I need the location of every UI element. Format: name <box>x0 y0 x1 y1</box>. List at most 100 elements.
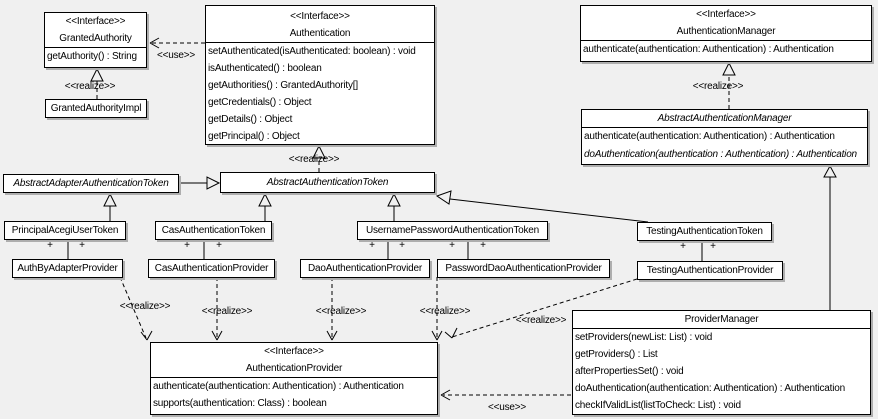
method-compartment: setProviders(newList: List) : void getPr… <box>573 329 870 414</box>
method-compartment: setAuthenticated(isAuthenticated: boolea… <box>206 43 434 145</box>
stereotype-label: <<Interface>> <box>696 9 756 20</box>
generalization-line <box>449 198 649 223</box>
realize-label: <<realize>> <box>119 301 171 312</box>
open-arrowhead <box>326 330 338 341</box>
class-name: TestingAuthenticationToken <box>646 226 763 237</box>
method-row: authenticate(authentication: Authenticat… <box>583 44 834 55</box>
class-header: <<Interface>> Authentication <box>206 6 434 43</box>
method-row: afterPropertiesSet() : void <box>575 366 684 377</box>
class-dao-authentication-provider: DaoAuthenticationProvider <box>300 259 430 278</box>
class-name: ProviderManager <box>684 314 759 325</box>
class-name: AbstractAuthenticationManager <box>657 113 792 124</box>
class-abstract-authentication-manager: AbstractAuthenticationManager authentica… <box>581 109 868 165</box>
class-password-dao-authentication-provider: PasswordDaoAuthenticationProvider <box>437 259 610 278</box>
method-row: getCredentials() : Object <box>208 97 312 108</box>
method-row: getProviders() : List <box>575 349 658 360</box>
hollow-triangle-arrowhead <box>206 176 221 190</box>
hollow-triangle-arrowhead <box>103 192 117 207</box>
class-username-password-authentication-token: UsernamePasswordAuthenticationToken <box>357 221 548 240</box>
association-end-label: + <box>399 240 405 251</box>
method-compartment: authenticate(authentication: Authenticat… <box>581 41 871 59</box>
class-name: UsernamePasswordAuthenticationToken <box>365 225 540 236</box>
class-header: <<Interface>> AuthenticationManager <box>581 6 871 41</box>
method-row: checkIfValidList(listToCheck: List) : vo… <box>575 400 741 411</box>
association-end-label: + <box>47 240 53 251</box>
realization-line <box>451 278 638 338</box>
class-name: AbstractAuthenticationToken <box>266 177 389 188</box>
class-name: AuthenticationProvider <box>245 363 343 374</box>
class-name: DaoAuthenticationProvider <box>308 263 422 274</box>
class-name: TestingAuthenticationProvider <box>646 265 774 276</box>
method-row: doAuthentication(authentication : Authen… <box>584 149 857 160</box>
hollow-triangle-arrowhead <box>722 61 736 76</box>
class-name: Authentication <box>289 28 351 39</box>
class-name: PrincipalAcegiUserToken <box>11 225 119 236</box>
class-granted-authority: <<Interface>> GrantedAuthority getAuthor… <box>44 12 147 68</box>
method-compartment: authenticate(authentication: Authenticat… <box>582 128 867 164</box>
association-end-label: + <box>216 240 222 251</box>
open-arrowhead <box>440 389 451 401</box>
open-arrowhead <box>149 37 160 49</box>
method-row: getDetails() : Object <box>208 114 293 125</box>
realize-label: <<realize>> <box>515 315 567 326</box>
class-header: <<Interface>> AuthenticationProvider <box>151 343 437 378</box>
hollow-triangle-arrowhead <box>435 190 452 205</box>
stereotype-label: <<Interface>> <box>65 16 126 27</box>
class-provider-manager: ProviderManager setProviders(newList: Li… <box>572 310 871 415</box>
hollow-triangle-arrowhead <box>387 192 401 207</box>
class-name: GrantedAuthorityImpl <box>50 103 142 114</box>
class-auth-by-adapter-provider: AuthByAdapterProvider <box>12 259 123 278</box>
hollow-triangle-arrowhead <box>312 144 326 159</box>
association-end-label: + <box>480 240 486 251</box>
class-authentication: <<Interface>> Authentication setAuthenti… <box>205 5 435 145</box>
class-cas-authentication-provider: CasAuthenticationProvider <box>148 259 275 278</box>
stereotype-label: <<Interface>> <box>264 346 324 357</box>
realize-label: <<realize>> <box>64 81 116 92</box>
realize-label: <<realize>> <box>201 306 253 317</box>
class-name: PasswordDaoAuthenticationProvider <box>445 263 602 274</box>
open-arrowhead <box>211 330 223 341</box>
method-row: getAuthorities() : GrantedAuthority[] <box>208 80 358 91</box>
open-arrowhead <box>444 327 458 339</box>
class-abstract-adapter-authentication-token: AbstractAdapterAuthenticationToken <box>3 174 179 193</box>
method-row: supports(authentication: Class) : boolea… <box>153 398 327 409</box>
stereotype-label: <<Interface>> <box>290 11 350 22</box>
method-row: isAuthenticated() : boolean <box>208 63 322 74</box>
class-principal-acegi-user-token: PrincipalAcegiUserToken <box>4 221 126 240</box>
realize-label: <<realize>> <box>419 306 471 317</box>
class-authentication-manager: <<Interface>> AuthenticationManager auth… <box>580 5 872 62</box>
method-row: doAuthentication(authentication: Authent… <box>575 383 845 394</box>
class-name: AuthByAdapterProvider <box>17 263 118 274</box>
realize-label: <<realize>> <box>288 154 340 165</box>
association-end-label: + <box>369 240 375 251</box>
open-arrowhead <box>431 330 443 341</box>
hollow-triangle-arrowhead <box>90 67 104 82</box>
method-row: getAuthority() : String <box>47 51 137 62</box>
method-row: getPrincipal() : Object <box>208 131 300 142</box>
hollow-triangle-arrowhead <box>823 164 837 178</box>
method-row: setAuthenticated(isAuthenticated: boolea… <box>208 46 416 57</box>
realize-label: <<realize>> <box>315 306 367 317</box>
association-end-label: + <box>449 240 455 251</box>
method-compartment: authenticate(authentication: Authenticat… <box>151 378 437 412</box>
use-label: <<use>> <box>156 50 196 61</box>
open-arrowhead <box>140 330 153 341</box>
association-end-label: + <box>710 241 716 252</box>
method-compartment: getAuthority() : String <box>45 48 146 65</box>
association-end-label: + <box>79 240 85 251</box>
method-row: setProviders(newList: List) : void <box>575 332 713 343</box>
realize-label: <<realize>> <box>692 81 744 92</box>
association-end-label: + <box>184 240 190 251</box>
method-row: authenticate(authentication: Authenticat… <box>153 381 404 392</box>
use-label: <<use>> <box>487 402 527 413</box>
method-row: authenticate(authentication: Authenticat… <box>584 131 835 142</box>
class-name: GrantedAuthority <box>59 33 132 44</box>
class-cas-authentication-token: CasAuthenticationToken <box>155 221 272 240</box>
class-testing-authentication-token: TestingAuthenticationToken <box>637 222 772 241</box>
class-granted-authority-impl: GrantedAuthorityImpl <box>45 99 147 118</box>
class-header: <<Interface>> GrantedAuthority <box>45 13 146 48</box>
class-header: ProviderManager <box>573 311 870 329</box>
class-header: AbstractAuthenticationManager <box>582 110 867 128</box>
